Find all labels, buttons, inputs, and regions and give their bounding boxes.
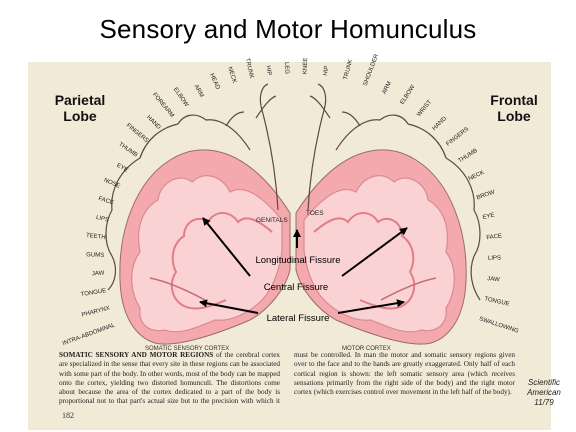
motor-label-hip: HIP <box>323 65 330 76</box>
sensory-label-elbow: ELBOW <box>172 87 189 109</box>
motor-label-wrist: WRIST <box>416 99 433 118</box>
lateral-fissure-arrow-left <box>199 299 259 314</box>
lateral-fissure-arrow-right <box>337 299 405 314</box>
longitudinal-fissure-label: Longitudinal Fissure <box>255 255 340 266</box>
central-fissure-arrow-right <box>341 227 408 277</box>
sensory-label-thumb: THUMB <box>117 142 138 159</box>
motor-label-swallowing: SWALLOWING <box>478 316 519 335</box>
motor-label-fingers: FINGERS <box>445 126 470 147</box>
frontal-lobe-label: Frontal Lobe <box>488 92 540 124</box>
sensory-label-head: HEAD <box>208 73 220 91</box>
sensory-label-fingers: FINGERS <box>125 123 149 145</box>
motor-label-arm: ARM <box>382 81 393 96</box>
toes-label: TOES <box>306 210 324 217</box>
motor-label-tongue: TONGUE <box>484 296 510 307</box>
sensory-cortex-label: SOMATIC SENSORY CORTEX <box>145 346 229 352</box>
sensory-label-hip: HIP <box>265 65 272 76</box>
motor-label-neck: NECK <box>468 170 486 183</box>
frontal-lobe-text: Frontal Lobe <box>490 92 538 124</box>
sensory-label-leg: LEG <box>283 62 289 75</box>
central-fissure-label: Central Fissure <box>264 282 328 293</box>
motor-label-hand: HAND <box>432 115 449 132</box>
sensory-label-face: FACE <box>97 196 114 207</box>
motor-label-thumb: THUMB <box>457 148 478 164</box>
sensory-label-trunk: TRUNK <box>244 58 254 79</box>
parietal-lobe-text: Parietal Lobe <box>54 92 106 124</box>
motor-label-elbow: ELBOW <box>400 84 417 106</box>
motor-cortex-label: MOTOR CORTEX <box>342 346 391 352</box>
sensory-label-lips: LIPS <box>95 215 109 224</box>
caption-lead: SOMATIC SENSORY AND MOTOR REGIONS <box>59 351 214 359</box>
central-fissure-arrow-left <box>202 217 251 277</box>
slide-title: Sensory and Motor Homunculus <box>99 14 477 44</box>
sensory-label-hand: HAND <box>145 115 162 132</box>
motor-label-trunk: TRUNK <box>343 59 354 81</box>
genitals-label: GENITALS <box>256 217 288 224</box>
sensory-label-arm: ARM <box>193 84 205 99</box>
sensory-label-intra-abdominal: INTRA-ABDOMINAL <box>62 322 117 347</box>
lateral-fissure-label: Lateral Fissure <box>267 313 330 324</box>
motor-label-jaw: JAW <box>487 276 500 283</box>
caption-body: of the cerebral cortex are specialized i… <box>59 351 515 406</box>
motor-label-shoulder: SHOULDER <box>363 53 381 87</box>
page-number: 182 <box>62 411 74 420</box>
source-credit: Scientific American 11/79 <box>527 378 561 407</box>
sensory-label-teeth: TEETH <box>86 233 106 241</box>
motor-label-eye: EYE <box>482 212 495 221</box>
sensory-label-tongue: TONGUE <box>81 288 107 298</box>
sensory-homunculus-figure <box>105 83 279 291</box>
sensory-label-pharynx: PHARYNX <box>81 306 110 319</box>
left-hemisphere <box>119 149 291 345</box>
sensory-label-jaw: JAW <box>92 270 105 277</box>
motor-label-lips: LIPS <box>488 256 501 262</box>
sensory-label-forearm: FOREARM <box>151 92 175 119</box>
figure-caption: SOMATIC SENSORY AND MOTOR REGIONS of the… <box>59 351 515 407</box>
sensory-label-eye: EYE <box>115 163 128 174</box>
fissure-arrows <box>199 217 408 314</box>
motor-label-knee: KNEE <box>303 58 310 75</box>
motor-label-brow: BROW <box>476 189 496 201</box>
sensory-label-gums: GUMS <box>86 252 104 259</box>
sensory-label-neck: NECK <box>226 66 237 84</box>
motor-homunculus-figure <box>307 83 481 301</box>
motor-label-face: FACE <box>486 233 502 241</box>
parietal-lobe-label: Parietal Lobe <box>50 92 110 124</box>
